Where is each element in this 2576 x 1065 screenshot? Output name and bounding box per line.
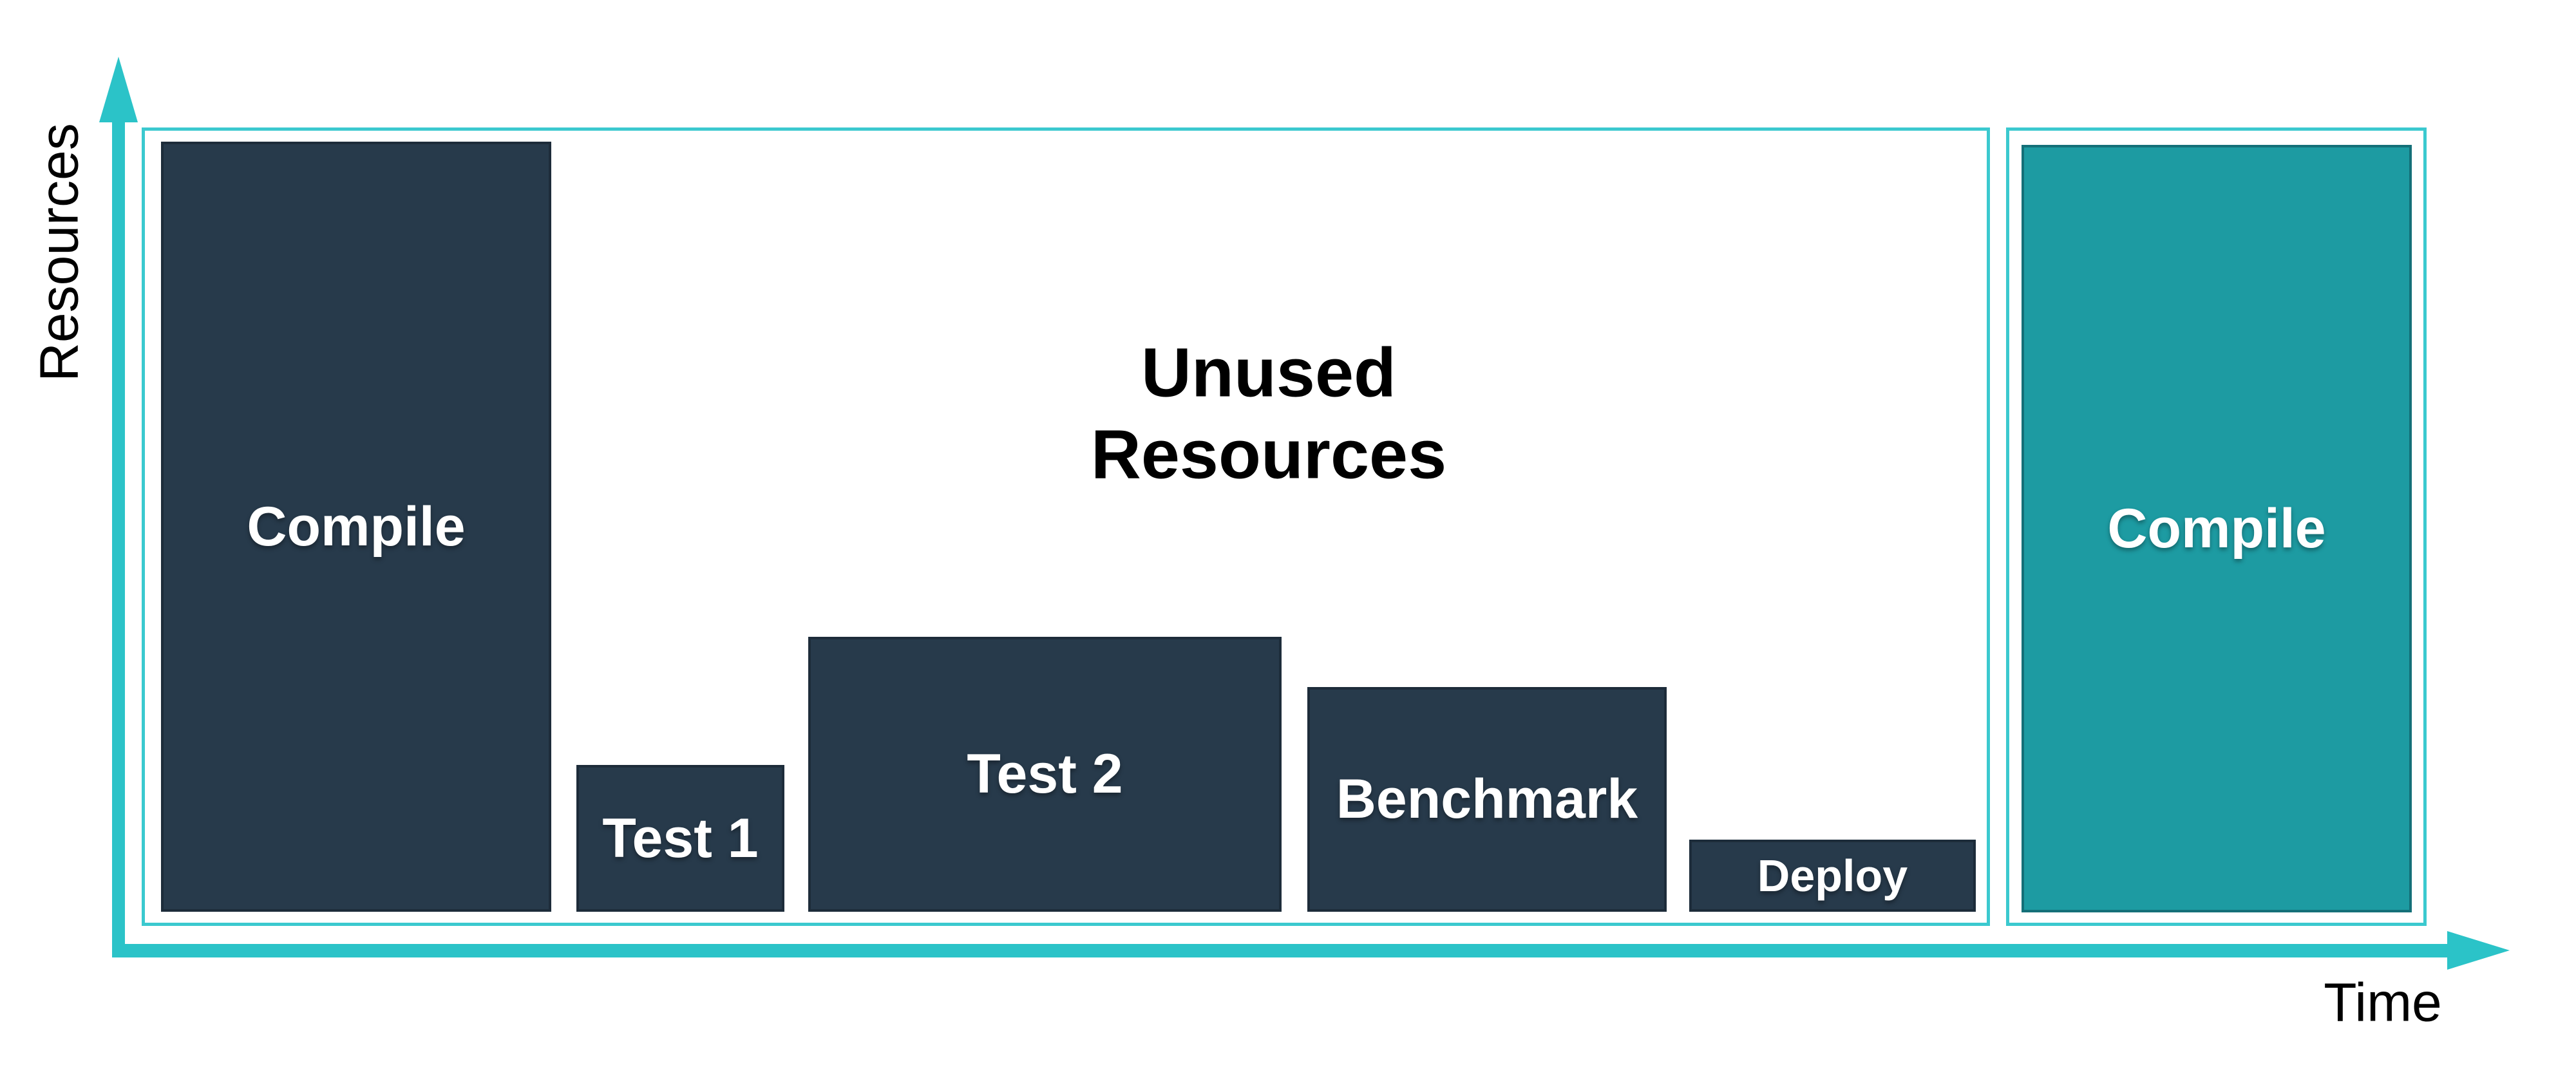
unused-resources-annotation: Unused Resources xyxy=(1091,332,1446,496)
bar-benchmark: Benchmark xyxy=(1307,687,1667,912)
bar-label: Compile xyxy=(247,495,466,558)
annotation-line-2: Resources xyxy=(1090,415,1447,493)
bar-compile: Compile xyxy=(2022,145,2412,912)
frame-consolidated-stage xyxy=(2006,127,2427,926)
x-axis-arrowhead-icon xyxy=(2447,931,2510,970)
bar-label: Test 1 xyxy=(602,807,759,869)
bar-label: Test 2 xyxy=(967,743,1123,805)
bar-deploy: Deploy xyxy=(1689,840,1976,912)
y-axis-line xyxy=(112,122,125,957)
bar-compile: Compile xyxy=(161,142,551,912)
x-axis-label: Time xyxy=(2324,972,2442,1033)
y-axis-label: Resources xyxy=(28,123,90,382)
x-axis-line xyxy=(112,944,2447,957)
bar-label: Benchmark xyxy=(1336,768,1638,830)
bar-test-2: Test 2 xyxy=(808,637,1282,912)
y-axis-arrowhead-icon xyxy=(99,57,138,122)
bar-label: Deploy xyxy=(1757,851,1908,901)
bar-label: Compile xyxy=(2107,497,2326,560)
annotation-line-1: Unused xyxy=(1141,333,1397,411)
bar-test-1: Test 1 xyxy=(576,765,784,912)
frame-sequential-pipeline-stages xyxy=(142,127,1990,926)
